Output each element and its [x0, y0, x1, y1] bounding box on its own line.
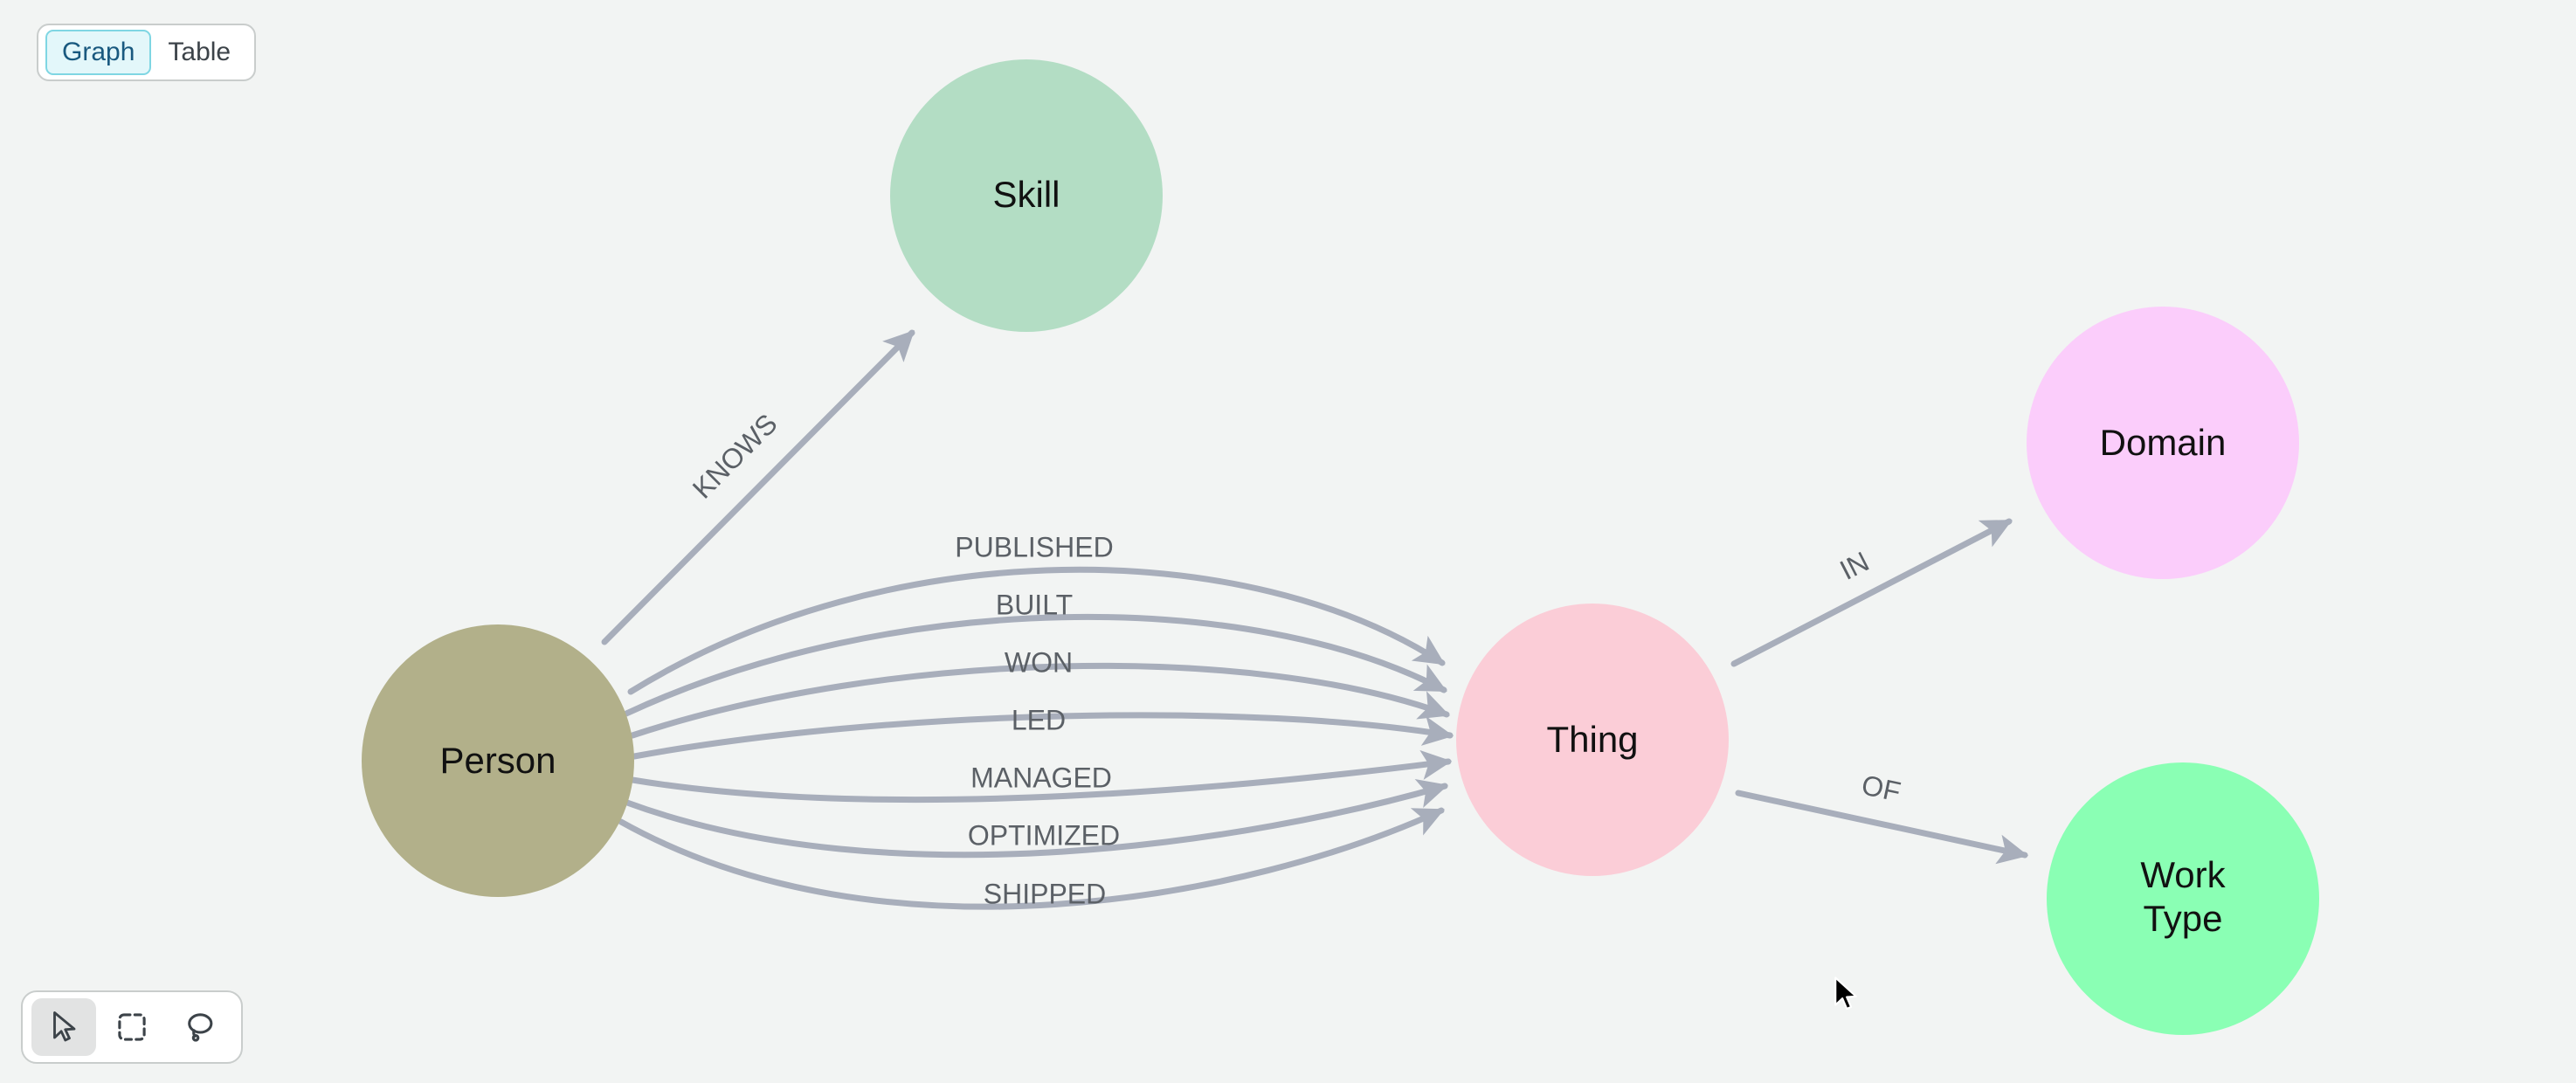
edge-optimized[interactable] [624, 779, 1449, 859]
node-worktype-circle[interactable] [2047, 762, 2319, 1035]
edge-label-won: WON [1005, 646, 1073, 678]
edge-won[interactable] [629, 662, 1450, 739]
dashed-square-icon [116, 1011, 148, 1043]
edge-managed[interactable] [629, 749, 1453, 804]
edge-of[interactable] [1735, 790, 2029, 865]
pointer-tool-button[interactable] [31, 998, 96, 1056]
view-toggle: Graph Table [37, 24, 257, 81]
edge-label-published: PUBLISHED [955, 531, 1113, 562]
edge-label-shipped: SHIPPED [984, 878, 1106, 909]
node-thing[interactable]: Thing [1456, 604, 1729, 876]
tool-bar [21, 990, 243, 1064]
edge-published[interactable] [627, 566, 1446, 695]
edge-label-in: IN [1834, 545, 1874, 586]
node-domain-circle[interactable] [2027, 307, 2299, 579]
lasso-select-tool-button[interactable] [168, 998, 232, 1056]
tab-graph[interactable]: Graph [45, 30, 152, 75]
node-person[interactable]: Person [362, 624, 634, 897]
edge-label-knows: KNOWS [687, 408, 784, 505]
edge-label-of: OF [1859, 769, 1903, 807]
cursor-arrow-icon [48, 1010, 79, 1045]
node-domain[interactable]: Domain [2027, 307, 2299, 579]
edge-knows[interactable] [601, 329, 915, 645]
tab-table[interactable]: Table [151, 30, 247, 75]
edge-label-built: BUILT [996, 589, 1073, 620]
edge-label-led: LED [1012, 704, 1066, 735]
edge-led[interactable] [631, 712, 1454, 760]
node-skill[interactable]: Skill [890, 59, 1163, 332]
node-person-circle[interactable] [362, 624, 634, 897]
edge-label-optimized: OPTIMIZED [968, 819, 1120, 851]
lasso-icon [184, 1011, 216, 1044]
node-skill-circle[interactable] [890, 59, 1163, 332]
edge-in[interactable] [1730, 518, 2013, 667]
edge-group-person-thing [618, 566, 1454, 910]
edge-shipped[interactable] [618, 807, 1445, 910]
edge-built[interactable] [623, 613, 1447, 717]
edge-label-managed: MANAGED [970, 762, 1112, 793]
marquee-select-tool-button[interactable] [100, 998, 164, 1056]
node-thing-circle[interactable] [1456, 604, 1729, 876]
